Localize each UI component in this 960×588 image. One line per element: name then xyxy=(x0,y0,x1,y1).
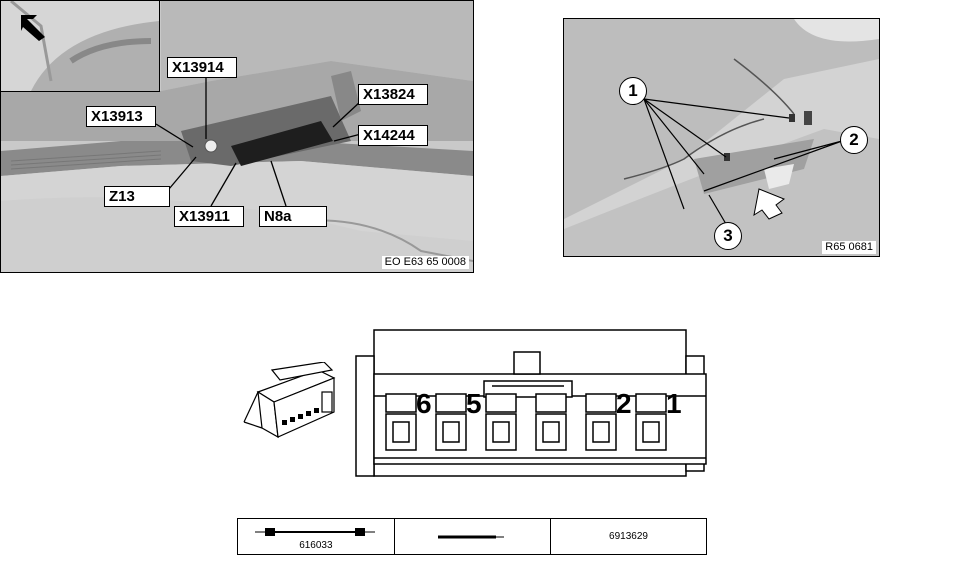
location-photo-panel: X13914 X13913 X13824 X14244 Z13 X13911 N… xyxy=(0,0,474,273)
label-z13: Z13 xyxy=(104,186,170,207)
callout-3: 3 xyxy=(714,222,742,250)
pin-sockets xyxy=(385,393,667,451)
connector-front-view xyxy=(355,329,707,477)
inset-arrow-icon xyxy=(21,15,45,41)
detail-reference-code: R65 0681 xyxy=(822,241,876,254)
label-x13913: X13913 xyxy=(86,106,156,127)
parts-cell-terminal: 616033 xyxy=(237,518,395,555)
pin-label-5: 5 xyxy=(466,388,482,419)
direction-arrow-icon xyxy=(753,188,786,220)
inset-illustration xyxy=(1,1,159,91)
callout-2: 2 xyxy=(840,126,868,154)
label-x13914: X13914 xyxy=(167,57,237,78)
label-x14244: X14244 xyxy=(358,125,428,146)
pin-label-2: 2 xyxy=(616,388,632,419)
parts-cell-housing: 6913629 xyxy=(550,518,707,555)
connector-perspective-icon xyxy=(243,362,336,439)
panel-reference-code: EO E63 65 0008 xyxy=(381,256,469,269)
parts-table: 616033 6913629 xyxy=(237,518,707,555)
detail-photo-panel: 1 2 3 R65 0681 xyxy=(563,18,880,257)
terminal-part-number: 616033 xyxy=(299,540,333,551)
label-x13911: X13911 xyxy=(174,206,244,227)
detail-illustration xyxy=(564,19,879,256)
parts-cell-wire xyxy=(393,518,552,555)
inset-overview xyxy=(1,1,160,92)
callout-1: 1 xyxy=(619,77,647,105)
label-n8a: N8a xyxy=(259,206,327,227)
terminal-wire-icon xyxy=(254,528,375,536)
housing-part-number: 6913629 xyxy=(609,531,648,542)
pin-label-1: 1 xyxy=(666,388,682,419)
wire-icon xyxy=(438,535,505,538)
pin-label-6: 6 xyxy=(416,388,432,419)
label-x13824: X13824 xyxy=(358,84,428,105)
